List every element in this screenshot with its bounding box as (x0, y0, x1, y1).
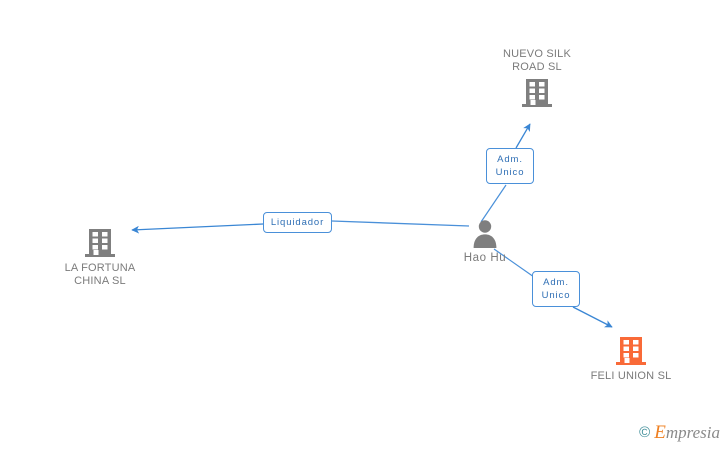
node-feli-union[interactable]: FELI UNION SL (556, 334, 706, 383)
edge-label-adm-unico-feli-union[interactable]: Adm. Unico (532, 271, 580, 307)
edge-label-liquidador[interactable]: Liquidador (263, 212, 332, 233)
node-nuevo-silk-road[interactable]: NUEVO SILK ROAD SL (462, 48, 612, 110)
empresia-watermark: © Empresia (639, 423, 720, 442)
node-hao-hu[interactable]: Hao Hu (410, 218, 560, 266)
node-label-feli-union: FELI UNION SL (590, 370, 672, 382)
building-icon (25, 226, 175, 260)
node-label-hao-hu: Hao Hu (463, 252, 507, 264)
brand-initial: E (654, 422, 666, 443)
building-icon (462, 76, 612, 110)
copyright-icon: © (639, 424, 651, 441)
edge-label-adm-unico-nuevo-silk-road[interactable]: Adm. Unico (486, 148, 534, 184)
node-la-fortuna-china[interactable]: LA FORTUNA CHINA SL (25, 226, 175, 288)
building-icon (556, 334, 706, 368)
node-label-la-fortuna-china: LA FORTUNA CHINA SL (64, 262, 136, 287)
node-label-nuevo-silk-road: NUEVO SILK ROAD SL (502, 48, 572, 73)
person-icon (410, 218, 560, 248)
brand-wordmark: Empresia (654, 423, 720, 442)
brand-rest: mpresia (665, 423, 720, 442)
